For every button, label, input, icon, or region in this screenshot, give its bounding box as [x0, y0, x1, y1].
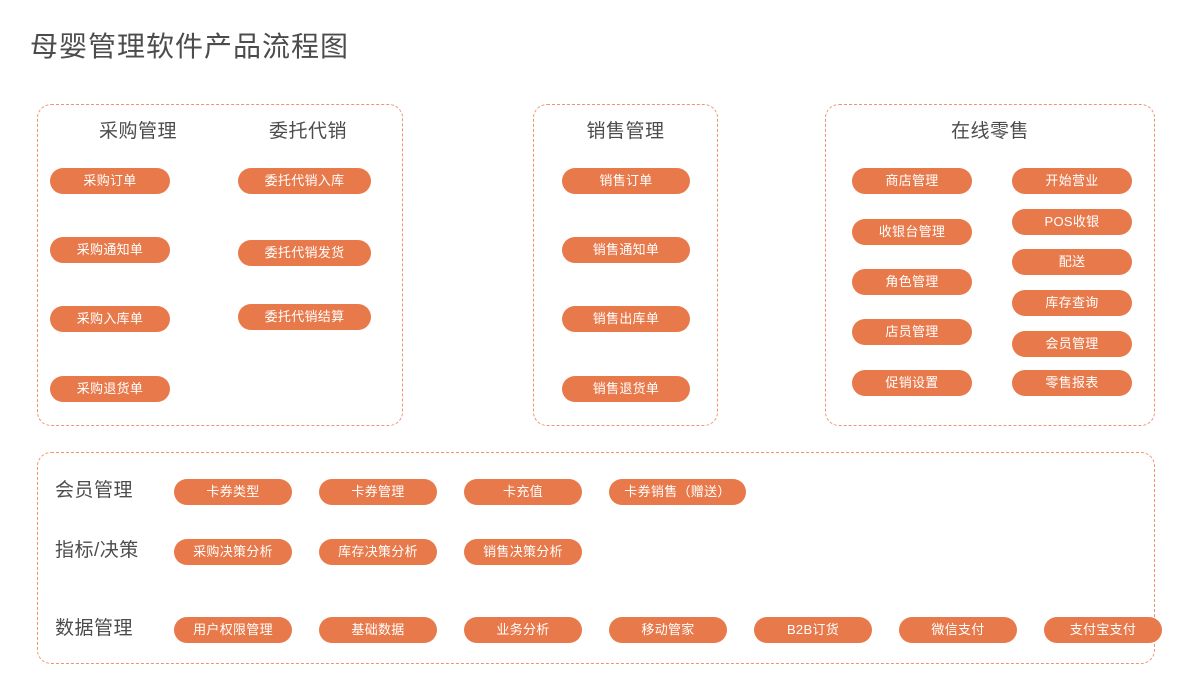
pill-business-analysis[interactable]: 业务分析 [464, 617, 582, 643]
pill-retail-report[interactable]: 零售报表 [1012, 370, 1132, 396]
pill-wechat-pay[interactable]: 微信支付 [899, 617, 1017, 643]
panel-title-procurement: 采购管理 [98, 121, 177, 142]
pill-procurement-inbound[interactable]: 采购入库单 [50, 306, 170, 332]
pill-member-management-retail[interactable]: 会员管理 [1012, 331, 1132, 357]
pill-promotion-settings[interactable]: 促销设置 [852, 370, 972, 396]
panel-bottom-modules: 会员管理 卡券类型 卡券管理 卡充值 卡券销售（赠送） 指标/决策 采购决策分析… [37, 452, 1162, 664]
pill-b2b-ordering[interactable]: B2B订货 [754, 617, 872, 643]
pill-sales-return[interactable]: 销售退货单 [562, 376, 690, 402]
pill-card-management[interactable]: 卡券管理 [319, 479, 437, 505]
pill-mobile-steward[interactable]: 移动管家 [609, 617, 727, 643]
row-label-data-management: 数据管理 [55, 618, 134, 639]
pill-clerk-management[interactable]: 店员管理 [852, 319, 972, 345]
panel-procurement-consignment: 采购管理 委托代销 采购订单 采购通知单 采购入库单 采购退货单 委托代销入库 … [37, 104, 403, 426]
pill-card-recharge[interactable]: 卡充值 [464, 479, 582, 505]
pill-sales-decision-analysis[interactable]: 销售决策分析 [464, 539, 582, 565]
pill-inventory-decision-analysis[interactable]: 库存决策分析 [319, 539, 437, 565]
pill-user-permission-management[interactable]: 用户权限管理 [174, 617, 292, 643]
pill-alipay-pay[interactable]: 支付宝支付 [1044, 617, 1162, 643]
row-label-metrics-decision: 指标/决策 [55, 540, 139, 561]
pill-consignment-inbound[interactable]: 委托代销入库 [238, 168, 371, 194]
pill-consignment-shipment[interactable]: 委托代销发货 [238, 240, 371, 266]
pill-sales-order[interactable]: 销售订单 [562, 168, 690, 194]
pill-procurement-notice[interactable]: 采购通知单 [50, 237, 170, 263]
pill-procurement-order[interactable]: 采购订单 [50, 168, 170, 194]
panel-title-consignment: 委托代销 [268, 121, 347, 142]
pill-cashier-desk-management[interactable]: 收银台管理 [852, 219, 972, 245]
panel-online-retail: 在线零售 商店管理 收银台管理 角色管理 店员管理 促销设置 开始营业 POS收… [825, 104, 1155, 426]
pill-pos-cashier[interactable]: POS收银 [1012, 209, 1132, 235]
pill-procurement-return[interactable]: 采购退货单 [50, 376, 170, 402]
pill-basic-data[interactable]: 基础数据 [319, 617, 437, 643]
panel-sales: 销售管理 销售订单 销售通知单 销售出库单 销售退货单 [533, 104, 718, 426]
row-label-member-management: 会员管理 [55, 480, 134, 501]
pill-store-management[interactable]: 商店管理 [852, 168, 972, 194]
panel-title-online-retail: 在线零售 [950, 121, 1029, 142]
pill-consignment-settlement[interactable]: 委托代销结算 [238, 304, 371, 330]
pill-sales-outbound[interactable]: 销售出库单 [562, 306, 690, 332]
pill-card-type[interactable]: 卡券类型 [174, 479, 292, 505]
pill-delivery[interactable]: 配送 [1012, 249, 1132, 275]
pill-procurement-decision-analysis[interactable]: 采购决策分析 [174, 539, 292, 565]
pill-role-management[interactable]: 角色管理 [852, 269, 972, 295]
pill-start-business[interactable]: 开始营业 [1012, 168, 1132, 194]
page-title: 母婴管理软件产品流程图 [30, 31, 350, 62]
panel-title-sales: 销售管理 [586, 121, 665, 142]
pill-sales-notice[interactable]: 销售通知单 [562, 237, 690, 263]
pill-card-sales-gift[interactable]: 卡券销售（赠送） [609, 479, 746, 505]
pill-inventory-query[interactable]: 库存查询 [1012, 290, 1132, 316]
